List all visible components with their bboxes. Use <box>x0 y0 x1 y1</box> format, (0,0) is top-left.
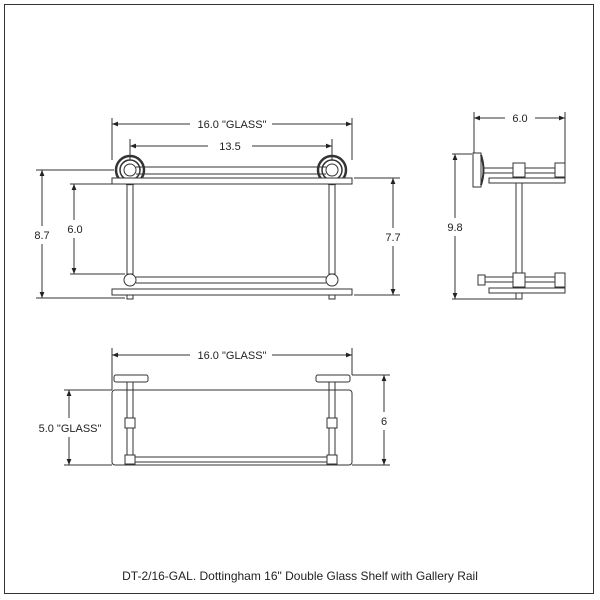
overall-depth-label: 6 <box>381 416 387 428</box>
overall-height-label: 8.7 <box>34 230 49 242</box>
side-view <box>452 112 566 300</box>
drawing-border <box>4 4 594 594</box>
front-width-label: 16.0 "GLASS" <box>198 119 267 131</box>
glass-depth-label: 5.0 "GLASS" <box>39 423 102 435</box>
rail-span-label: 13.5 <box>219 141 240 153</box>
side-height-label: 9.8 <box>447 222 462 234</box>
top-width-label: 16.0 "GLASS" <box>198 350 267 362</box>
right-height-label: 7.7 <box>385 232 400 244</box>
side-depth-label: 6.0 <box>512 113 527 125</box>
shelf-spacing-label: 6.0 <box>67 224 82 236</box>
front-view <box>36 118 400 300</box>
product-caption: DT-2/16-GAL. Dottingham 16" Double Glass… <box>122 569 478 583</box>
top-view <box>64 348 390 466</box>
